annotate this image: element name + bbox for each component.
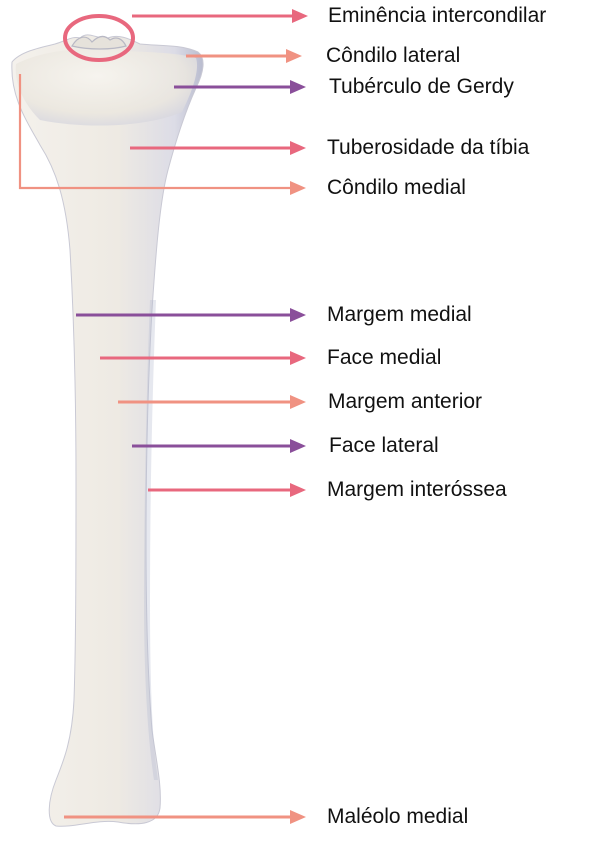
tuberosidade-arrowhead — [290, 141, 306, 155]
maleolo-medial-label: Maléolo medial — [327, 806, 468, 827]
margem-anterior-label: Margem anterior — [328, 391, 482, 412]
face-lateral-label: Face lateral — [329, 435, 439, 456]
eminencia-label: Eminência intercondilar — [328, 5, 546, 26]
face-lateral-arrowhead — [290, 439, 306, 453]
condilo-lateral-label: Côndilo lateral — [326, 45, 460, 66]
margem-medial-arrowhead — [290, 308, 306, 322]
face-medial-arrowhead — [290, 351, 306, 365]
tuberosidade-label: Tuberosidade da tíbia — [327, 137, 529, 158]
margem-interossea-arrowhead — [290, 483, 306, 497]
condilo-medial-arrowhead — [290, 181, 306, 195]
condilo-lateral-arrowhead — [286, 49, 302, 63]
tibia-bone-shape — [12, 35, 203, 826]
margem-medial-label: Margem medial — [327, 304, 472, 325]
tuberculo-gerdy-label: Tubérculo de Gerdy — [329, 76, 514, 97]
condilo-medial-label: Côndilo medial — [327, 177, 466, 198]
margem-anterior-arrowhead — [290, 395, 306, 409]
margem-interossea-label: Margem interóssea — [327, 479, 507, 500]
tuberculo-gerdy-arrowhead — [290, 80, 306, 94]
face-medial-label: Face medial — [327, 347, 441, 368]
intercondylar-eminence-shape — [72, 36, 126, 49]
eminencia-arrowhead — [292, 9, 308, 23]
maleolo-medial-arrowhead — [290, 810, 306, 824]
